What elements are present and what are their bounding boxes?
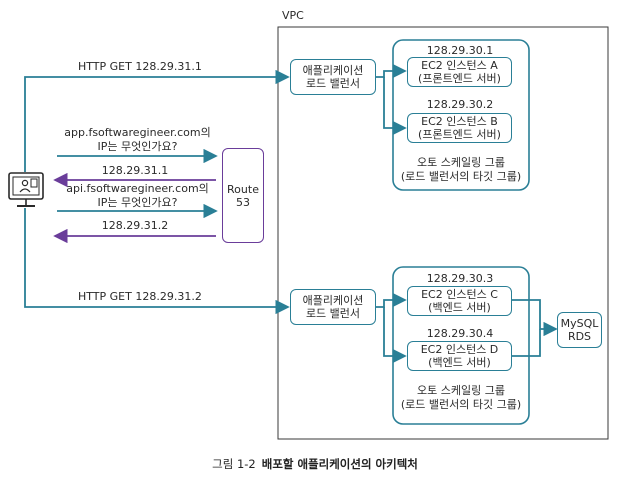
dns-query-1-line2: IP는 무엇인가요? (97, 140, 178, 153)
instance-b-ip: 128.29.30.2 (426, 98, 494, 111)
instance-c: EC2 인스턴스 C (백엔드 서버) (407, 286, 512, 316)
top-asg-outline (392, 39, 530, 191)
instance-c-line1: EC2 인스턴스 C (421, 288, 498, 301)
top-lb-to-instance-b (383, 77, 407, 136)
dns-query-2-line2: IP는 무엇인가요? (97, 196, 178, 209)
dns-query-2-line1: api.fsoftwaregineer.com의 (66, 182, 209, 195)
bottom-lb-to-instance-d (383, 307, 407, 364)
bottom-lb-line2: 로드 밸런서 (305, 307, 361, 320)
bottom-http-request-arrow (24, 208, 290, 315)
top-asg-label-1: 오토 스케일링 그룹 (417, 156, 505, 169)
top-asg-label-2: (로드 밸런서의 타깃 그룹) (400, 170, 522, 183)
bottom-http-request-label: HTTP GET 128.29.31.2 (78, 290, 202, 303)
top-load-balancer: 애플리케이션 로드 밸런서 (290, 59, 376, 95)
instance-a: EC2 인스턴스 A (프론트엔드 서버) (407, 57, 512, 87)
bottom-lb-to-instance-c (376, 292, 407, 308)
instance-d-to-rds (512, 329, 541, 357)
instance-b-line1: EC2 인스턴스 B (421, 115, 498, 128)
top-http-request-label: HTTP GET 128.29.31.1 (78, 60, 202, 73)
instance-d-line1: EC2 인스턴스 D (420, 343, 499, 356)
bottom-asg-outline (392, 266, 530, 425)
instance-c-to-rds (512, 299, 558, 337)
bottom-asg-label-2: (로드 밸런서의 타깃 그룹) (400, 398, 522, 411)
instance-a-ip: 128.29.30.1 (426, 44, 494, 57)
instance-d-ip: 128.29.30.4 (426, 327, 494, 340)
instance-d-line2: (백엔드 서버) (428, 356, 491, 369)
rds-line2: RDS (567, 330, 592, 343)
instance-d: EC2 인스턴스 D (백엔드 서버) (407, 341, 512, 371)
instance-a-line1: EC2 인스턴스 A (421, 59, 498, 72)
figure-caption: 그림 1-2 배포할 애플리케이션의 아키텍처 (0, 456, 630, 472)
route53-line1: Route (227, 182, 259, 196)
top-lb-to-instance-a (376, 63, 407, 79)
instance-c-line2: (백엔드 서버) (428, 301, 491, 314)
vpc-label: VPC (282, 9, 304, 22)
mysql-rds-box: MySQL RDS (557, 312, 602, 348)
caption-number: 그림 1-2 (212, 457, 256, 471)
rds-line1: MySQL (560, 317, 599, 330)
bottom-asg-label-1: 오토 스케일링 그룹 (417, 384, 505, 397)
route53-line2: 53 (236, 195, 250, 209)
bottom-load-balancer: 애플리케이션 로드 밸런서 (290, 289, 376, 325)
client-computer-icon (8, 172, 44, 207)
dns-answer-1-label: 128.29.31.1 (101, 164, 169, 177)
bottom-lb-line1: 애플리케이션 (302, 294, 364, 307)
top-lb-line2: 로드 밸런서 (305, 77, 361, 90)
vpc-boundary (277, 26, 609, 440)
instance-a-line2: (프론트엔드 서버) (418, 72, 501, 85)
top-http-request-arrow (24, 69, 290, 172)
instance-b: EC2 인스턴스 B (프론트엔드 서버) (407, 113, 512, 143)
instance-b-line2: (프론트엔드 서버) (418, 128, 501, 141)
dns-answer-2-label: 128.29.31.2 (101, 219, 169, 232)
dns-query-1-line1: app.fsoftwaregineer.com의 (64, 126, 211, 139)
top-lb-line1: 애플리케이션 (302, 64, 364, 77)
instance-c-ip: 128.29.30.3 (426, 272, 494, 285)
caption-title: 배포할 애플리케이션의 아키텍처 (261, 457, 418, 471)
route53-box: Route 53 (222, 148, 264, 243)
